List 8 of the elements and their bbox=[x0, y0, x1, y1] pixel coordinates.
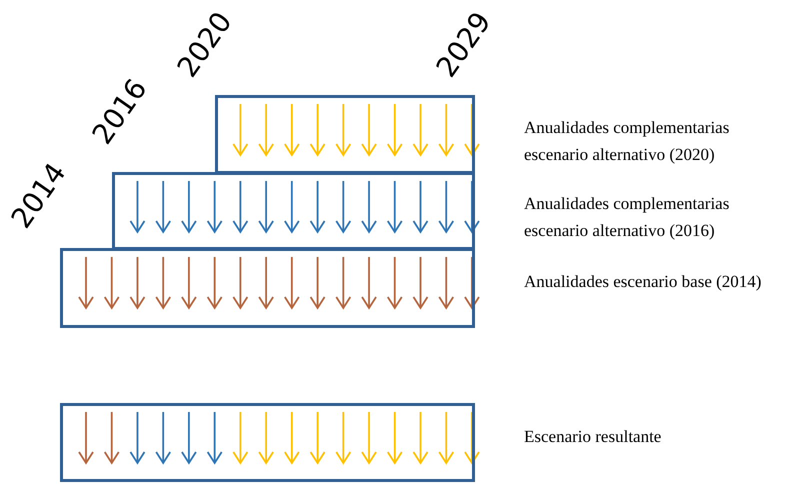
scenario-label: Anualidades complementarias escenario alternativo (2016) bbox=[524, 193, 730, 242]
period-box bbox=[60, 248, 475, 328]
period-box bbox=[215, 95, 475, 174]
scenario-label: Anualidades complementarias escenario alternativo (2020) bbox=[524, 117, 730, 166]
period-box bbox=[60, 403, 475, 482]
scenario-label: Anualidades escenario base (2014) bbox=[524, 271, 762, 293]
period-box bbox=[112, 172, 475, 250]
scenario-label: Escenario resultante bbox=[524, 426, 662, 448]
